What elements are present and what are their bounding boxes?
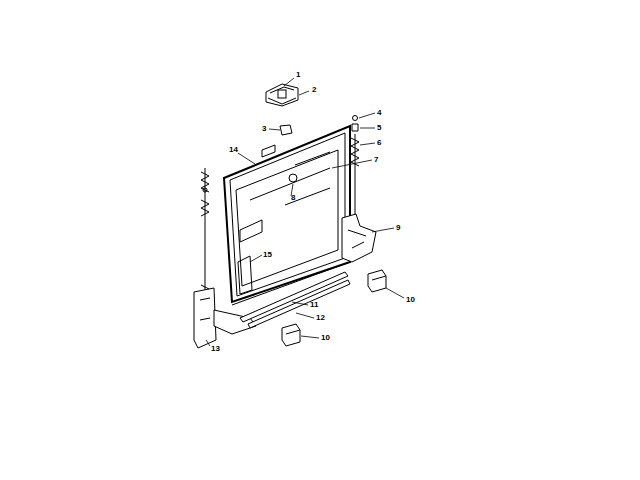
- callout-number: 15: [263, 250, 272, 260]
- callout-number: 3: [262, 124, 266, 134]
- callout-number: 6: [377, 138, 381, 148]
- callout-number: 10: [406, 295, 415, 305]
- callout-number: 12: [316, 313, 325, 323]
- callout-number: 2: [312, 85, 316, 95]
- callout-number: 1: [296, 70, 300, 80]
- callout-number: 14: [229, 145, 238, 155]
- callout-number: 11: [310, 300, 318, 310]
- callout-number: 7: [374, 155, 378, 165]
- callout-number: 9: [396, 223, 400, 233]
- callout-number: 10: [321, 333, 330, 343]
- callout-number: 5: [377, 123, 381, 133]
- callout-number: 8: [291, 193, 295, 203]
- callout-number: 13: [211, 344, 220, 354]
- callout-number: 4: [377, 108, 381, 118]
